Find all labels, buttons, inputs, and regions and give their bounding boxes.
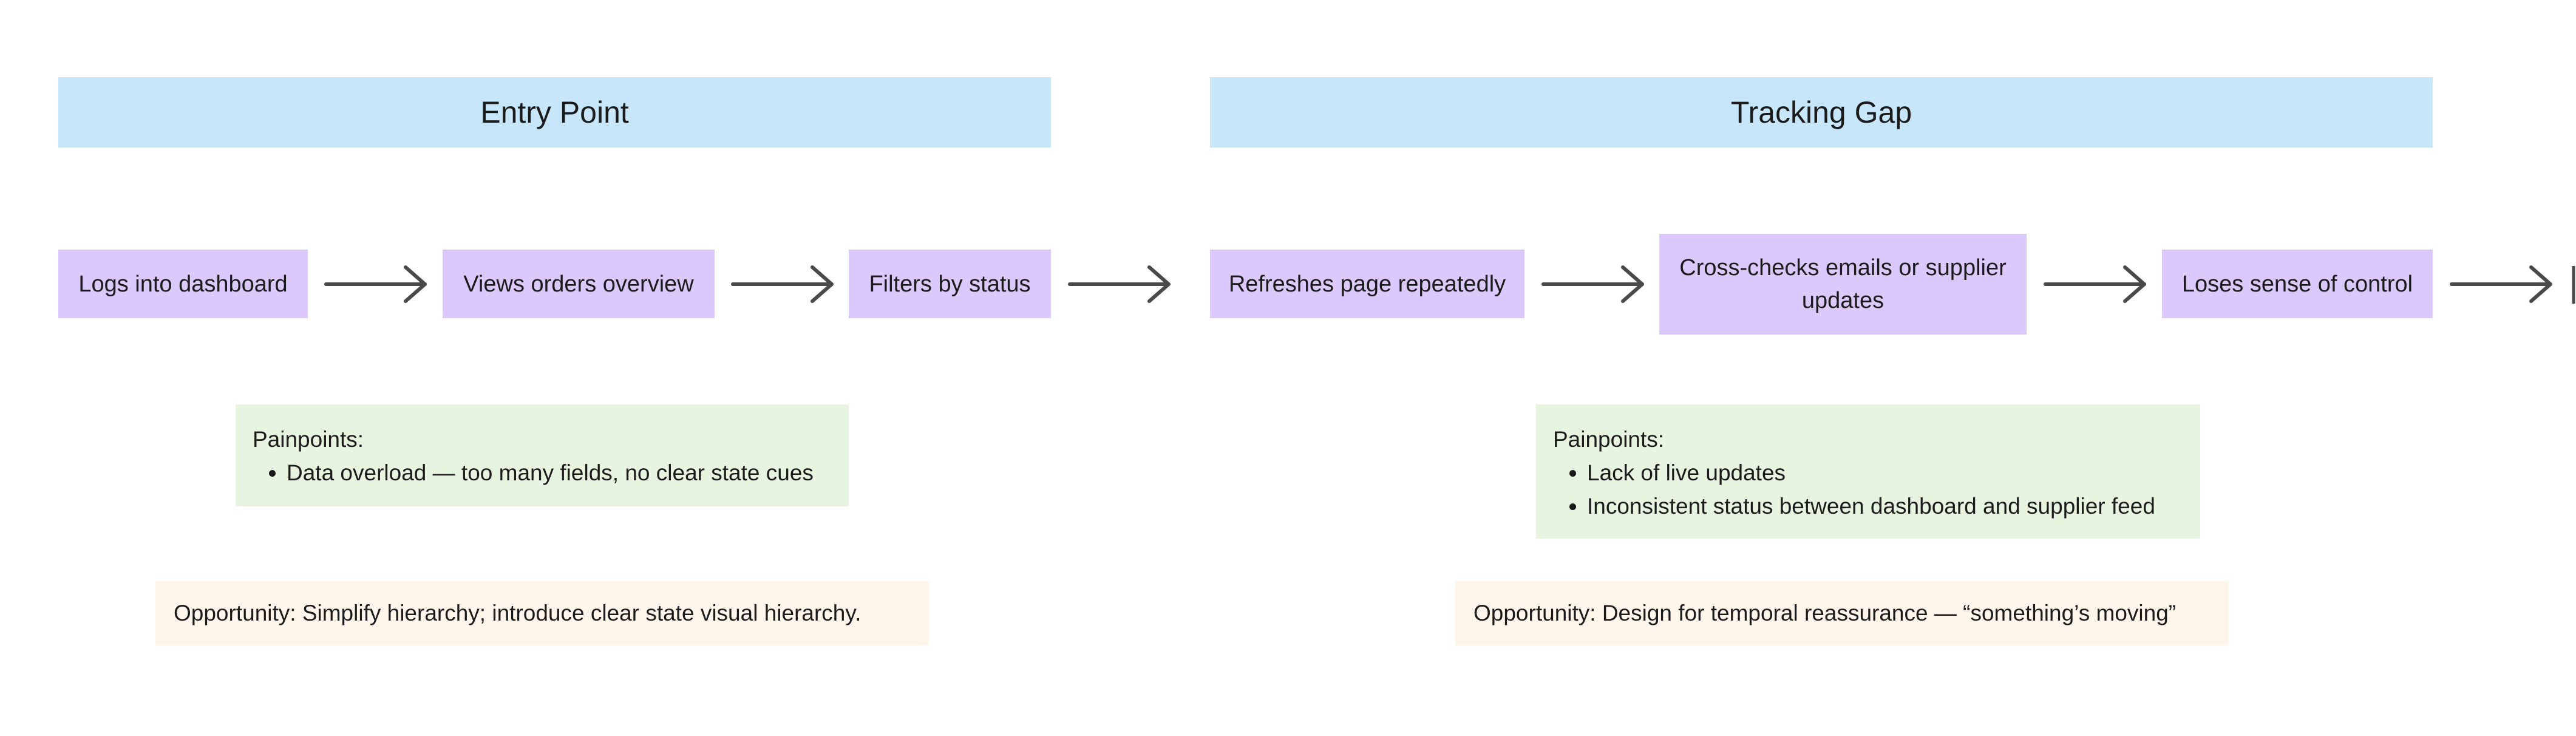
step-label: Filters by status [869,271,1031,297]
painpoint-item: Data overload — too many fields, no clea… [287,456,832,489]
opportunity-text: Opportunity: Simplify hierarchy; introdu… [174,601,861,625]
painpoint-item: Inconsistent status between dashboard an… [1587,489,2183,523]
opportunity-text: Opportunity: Design for temporal reassur… [1473,601,2177,625]
step-label: Loses sense of control [2181,271,2413,297]
step-label: Cross-checks emails or supplier updates [1679,255,2007,313]
step-cross-checks-emails: Cross-checks emails or supplier updates [1659,234,2027,335]
arrow-icon [324,265,427,303]
arrow-icon [2450,265,2552,303]
painpoints-list: Lack of live updates Inconsistent status… [1553,456,2183,523]
step-loses-sense-of-control: Loses sense of control [2162,250,2433,318]
opportunity-entry-point: Opportunity: Simplify hierarchy; introdu… [155,581,929,646]
arrow-icon [2044,265,2146,303]
painpoint-item: Lack of live updates [1587,456,2183,489]
opportunity-tracking-gap: Opportunity: Design for temporal reassur… [1455,581,2229,646]
step-views-orders-overview: Views orders overview [443,250,715,318]
painpoints-entry-point: Painpoints: Data overload — too many fie… [236,404,849,506]
step-filters-by-status: Filters by status [849,250,1051,318]
phase-title: Tracking Gap [1730,95,1912,129]
arrow-icon [1068,265,1171,303]
painpoints-tracking-gap: Painpoints: Lack of live updates Inconsi… [1536,404,2200,539]
painpoints-list: Data overload — too many fields, no clea… [253,456,832,489]
phase-title: Entry Point [480,95,629,129]
painpoints-heading: Painpoints: [1553,427,1665,452]
painpoints-heading: Painpoints: [253,427,364,452]
step-label: Logs into dashboard [78,271,288,297]
step-label: Refreshes page repeatedly [1228,271,1506,297]
arrow-icon [1541,265,1644,303]
step-label: Views orders overview [463,271,694,297]
step-logs-into-dashboard: Logs into dashboard [58,250,308,318]
arrow-icon [731,265,834,303]
step-refreshes-page-repeatedly: Refreshes page repeatedly [1210,250,1524,318]
phase-header-entry-point: Entry Point [58,77,1051,148]
phase-header-tracking-gap: Tracking Gap [1210,77,2433,148]
